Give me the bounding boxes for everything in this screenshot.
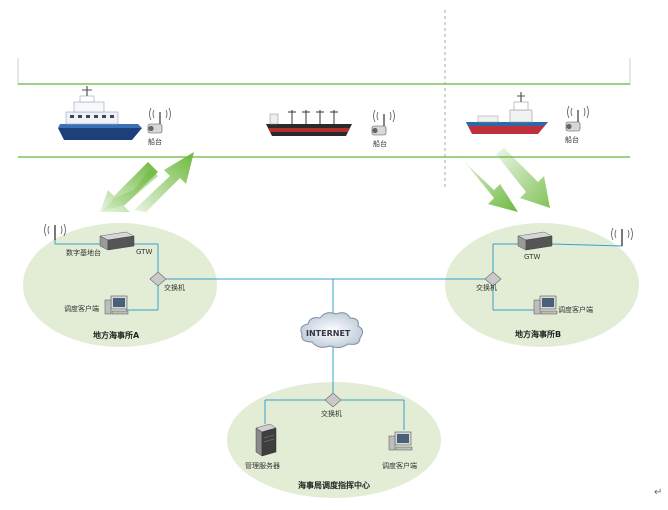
cargo-ship-icon [266, 110, 352, 136]
tug-boat-icon [466, 92, 548, 134]
switch-center-label: 交换机 [321, 410, 342, 418]
uplink-arrows-left [100, 152, 194, 212]
client-b-label: 调度客户端 [558, 306, 593, 314]
uplink-arrows-right [458, 148, 550, 212]
internet-label: INTERNET [306, 329, 351, 338]
station-a-title: 地方海事所A [93, 331, 140, 340]
station-b-title: 地方海事所B [515, 330, 562, 339]
client-center-label: 调度客户端 [382, 462, 417, 470]
client-pc-center [388, 431, 413, 451]
center-zone [227, 382, 441, 498]
ship-radio-icon [565, 105, 589, 132]
center-title: 海事局调度指挥中心 [298, 481, 370, 490]
ship-radio-icon [147, 107, 171, 134]
switch-a [149, 271, 167, 287]
ship-radio-label: 船台 [148, 138, 162, 146]
client-a-label: 调度客户端 [64, 305, 99, 313]
switch-b-label: 交换机 [476, 284, 497, 292]
return-mark: ↵ [654, 487, 663, 498]
switch-center [324, 392, 342, 408]
server-label: 管理服务器 [245, 462, 280, 470]
base-station-label: 数字基地台 [66, 249, 101, 257]
gateway-a-label: GTW [136, 248, 153, 256]
base-station-antenna-b [611, 227, 633, 246]
client-pc-b [533, 295, 558, 315]
patrol-boat-icon [58, 86, 142, 140]
gateway-b-label: GTW [524, 253, 541, 261]
ship-radio-label: 船台 [373, 140, 387, 148]
client-pc-a [104, 295, 129, 315]
gateway-a [99, 231, 135, 251]
switch-b [484, 271, 502, 287]
switch-a-label: 交换机 [164, 284, 185, 292]
ship-radio-label: 船台 [565, 136, 579, 144]
ship-radio-icon [371, 109, 395, 136]
base-station-antenna-a [44, 223, 66, 240]
sea-band [17, 58, 631, 158]
management-server-icon [255, 423, 277, 457]
station-a-zone [23, 223, 217, 347]
gateway-b [517, 231, 553, 251]
internet-cloud-icon [300, 312, 364, 349]
